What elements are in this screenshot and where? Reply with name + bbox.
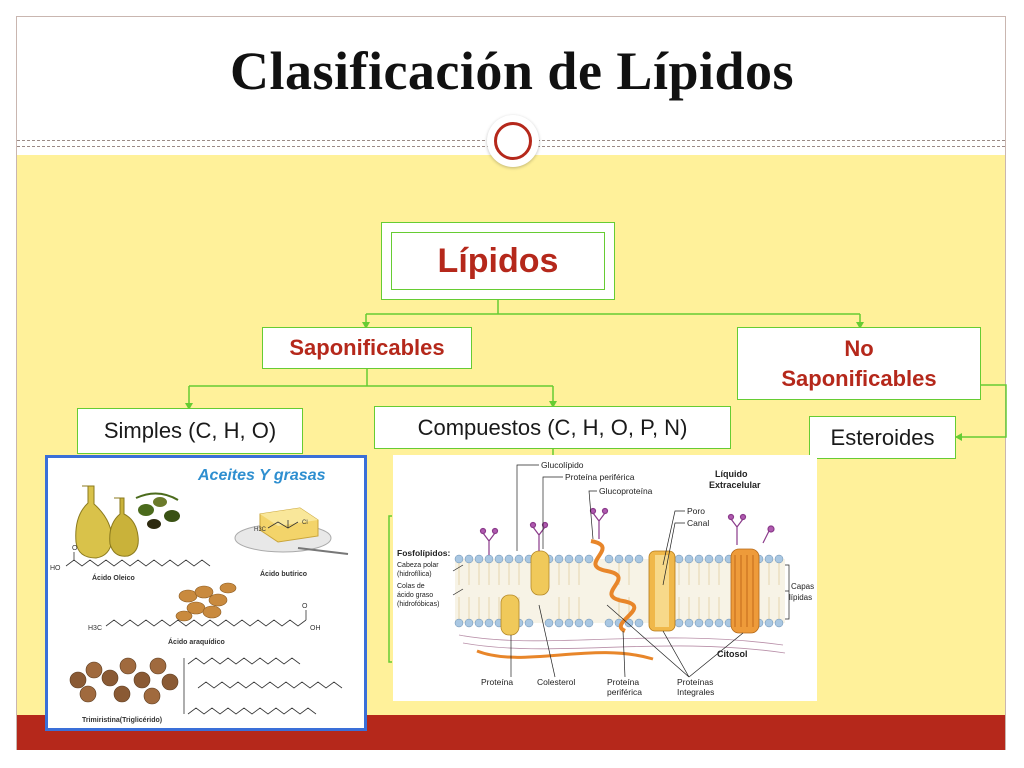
connector-saponificables bbox=[188, 369, 554, 408]
cell-membrane-illustration: Glucolípido Proteína periférica Glucopro… bbox=[397, 460, 814, 697]
label-glucolipido: Glucolípido bbox=[541, 460, 584, 470]
label-proteina-periferica-1: Proteína bbox=[607, 677, 639, 687]
triglyceride-structure bbox=[183, 657, 343, 715]
label-colas-de: Colas de bbox=[397, 583, 425, 590]
page-title: Clasificación de Lípidos bbox=[229, 41, 795, 101]
oils-heading: Aceites Y grasas bbox=[197, 467, 326, 484]
root-node-lipidos: Lípidos bbox=[381, 222, 615, 300]
cytoskeleton-fibers bbox=[458, 634, 786, 654]
node-no-saponificables-line1: No bbox=[844, 335, 874, 361]
node-simples: Simples (C, H, O) bbox=[77, 408, 303, 454]
arachidic-o-label: O bbox=[302, 603, 308, 610]
circle-ring bbox=[494, 122, 532, 160]
trimiristina-label: Trimiristina(Triglicérido) bbox=[82, 717, 162, 724]
node-no-saponificables-line2: Saponificables bbox=[781, 365, 937, 391]
node-no-saponificables: No Saponificables bbox=[737, 327, 981, 400]
butter-icon bbox=[234, 507, 349, 555]
acido-oleico-label: Ácido Oleico bbox=[92, 573, 135, 582]
arachidic-h3c-label: H3C bbox=[88, 625, 102, 632]
label-capas: Capas bbox=[791, 582, 814, 591]
oleic-acid-structure bbox=[65, 552, 211, 567]
connector-no-saponificables bbox=[956, 384, 1007, 438]
label-proteina-periferica-top: Proteína periférica bbox=[565, 472, 635, 482]
label-poro: Poro bbox=[687, 506, 705, 516]
node-saponificables: Saponificables bbox=[262, 327, 472, 369]
oleic-ho-label: HO bbox=[50, 565, 61, 572]
label-acido-graso: ácido graso bbox=[397, 592, 433, 599]
label-hidrofilica: (hidrofílica) bbox=[397, 571, 432, 578]
node-esteroides: Esteroides bbox=[809, 416, 956, 459]
acido-butirico-label: Ácido butírico bbox=[260, 569, 307, 578]
oils-fats-image: Aceites Y grasas HO O Ácido Oleico bbox=[45, 455, 367, 731]
olive-oil-bottle-icon bbox=[75, 485, 139, 559]
oleic-o-label: O bbox=[72, 545, 78, 552]
decorative-circle-icon bbox=[487, 115, 539, 167]
label-fosfolipidos: Fosfolípidos: bbox=[397, 548, 451, 558]
label-proteinas-integrales-1: Proteínas bbox=[677, 677, 713, 687]
butyric-acid-structure bbox=[267, 520, 299, 529]
label-citosol: Citosol bbox=[717, 649, 748, 659]
label-lipidas: lípidas bbox=[789, 593, 812, 602]
olive-branch-icon bbox=[135, 492, 180, 529]
cell-membrane-image: Glucolípido Proteína periférica Glucopro… bbox=[393, 455, 817, 701]
arachidic-oh-label: OH bbox=[310, 625, 321, 632]
acido-araquidico-label: Ácido araquídico bbox=[168, 637, 225, 646]
connector-root bbox=[365, 300, 861, 327]
label-glucoproteina: Glucoproteína bbox=[599, 486, 653, 496]
label-proteinas-integrales-2: Integrales bbox=[677, 687, 714, 697]
butyric-cl-label: Cl bbox=[302, 520, 308, 526]
butyric-h3c-label: H3C bbox=[254, 527, 267, 533]
nutmeg-icon bbox=[69, 657, 179, 705]
label-extracelular: Extracelular bbox=[709, 480, 761, 490]
label-colesterol: Colesterol bbox=[537, 677, 575, 687]
label-cabeza-polar: Cabeza polar bbox=[397, 562, 439, 569]
label-hidrofobicas: (hidrofóbicas) bbox=[397, 601, 439, 608]
label-proteina-periferica-2: periférica bbox=[607, 687, 642, 697]
label-proteina: Proteína bbox=[481, 677, 513, 687]
oils-fats-illustration: Aceites Y grasas HO O Ácido Oleico bbox=[50, 467, 349, 724]
label-canal: Canal bbox=[687, 518, 709, 528]
label-liquido: Líquido bbox=[715, 469, 748, 479]
glycan-chains bbox=[479, 507, 775, 555]
peanuts-icon bbox=[175, 582, 237, 622]
node-compuestos: Compuestos (C, H, O, P, N) bbox=[374, 406, 731, 449]
root-node-label: Lípidos bbox=[391, 232, 605, 290]
leader-lines bbox=[452, 464, 790, 678]
arachidic-acid-structure bbox=[105, 610, 307, 627]
